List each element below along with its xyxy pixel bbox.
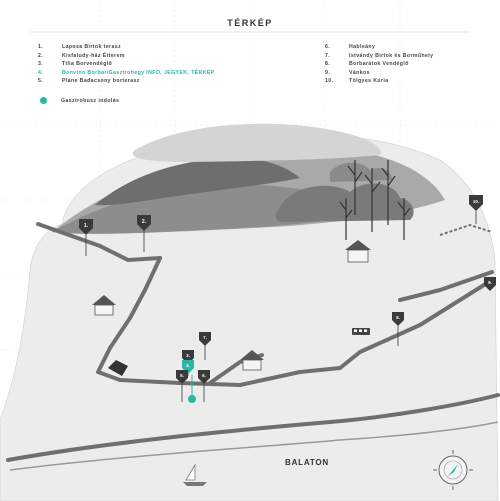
map-pin: 8. bbox=[392, 312, 404, 346]
pin-label: 6. bbox=[202, 373, 206, 378]
legend-item-2: 2. Kisfaludy-ház Étterem bbox=[38, 53, 215, 62]
road-mountain bbox=[36, 222, 162, 262]
legend-left: 1. Laposa Birtok terasz 2. Kisfaludy-ház É… bbox=[38, 44, 215, 87]
road-shore bbox=[9, 421, 499, 471]
map-title: TÉRKÉP bbox=[227, 18, 273, 28]
pin-label: 8. bbox=[396, 315, 400, 320]
water-label: BALATON bbox=[285, 458, 329, 467]
legend-item-4: 4. Bonvino Borbár/Gasztrohegy INFO, JEGYE… bbox=[38, 70, 215, 79]
tree-group bbox=[339, 160, 411, 240]
legend-number: 10. bbox=[325, 78, 334, 85]
pin-label: 1. bbox=[84, 223, 89, 229]
legend-item-9: 9. Vánkos bbox=[325, 70, 433, 79]
legend-label: Borbarátok Vendéglő bbox=[349, 61, 409, 68]
road-lower bbox=[6, 393, 500, 462]
pin-label: 9. bbox=[488, 280, 492, 285]
house-icon bbox=[92, 295, 116, 316]
legend-label: Istvándy Birtok és Borműhely bbox=[349, 52, 434, 59]
compass-icon bbox=[433, 450, 473, 490]
roads bbox=[6, 222, 500, 462]
tree-icon bbox=[381, 160, 396, 225]
legend-label: Bonvino Borbár/Gasztrohegy INFO, JEGYEK,… bbox=[62, 69, 215, 76]
pin-label: 10. bbox=[473, 199, 479, 204]
legend-number: 5. bbox=[38, 78, 44, 85]
legend-number: 7. bbox=[325, 52, 331, 59]
road-left bbox=[96, 256, 342, 387]
legend-number: 1. bbox=[38, 44, 44, 50]
road-upper-right bbox=[398, 270, 494, 302]
map-pin: 5. bbox=[176, 370, 188, 402]
legend-right: 6. Hableány 7. Istvándy Birtok és Borműhel… bbox=[325, 44, 433, 87]
legend-item-10: 10. Tölgyes Kúria bbox=[325, 78, 433, 87]
tree-icon bbox=[339, 198, 353, 240]
legend-label: Kisfaludy-ház Étterem bbox=[62, 52, 125, 59]
mountain-plateau bbox=[132, 123, 381, 162]
pin-label: 3. bbox=[186, 353, 190, 358]
legend-item-8: 8. Borbarátok Vendéglő bbox=[325, 61, 433, 70]
pin-label: 4. bbox=[186, 363, 190, 368]
legend-item-6: 6. Hableány bbox=[325, 44, 433, 53]
tree-icon bbox=[397, 198, 411, 240]
mountain-dark bbox=[95, 157, 300, 206]
bus-start-label: Gasztrobusz indulás bbox=[61, 97, 120, 104]
pin-label: 2. bbox=[142, 219, 147, 225]
legend-label: Tölgyes Kúria bbox=[349, 78, 389, 85]
map-pin: 9. bbox=[484, 277, 496, 291]
legend-number: 6. bbox=[325, 44, 331, 50]
building-dark bbox=[108, 360, 128, 376]
house-icon bbox=[240, 350, 264, 371]
sailboat-icon bbox=[183, 463, 207, 486]
legend-label: Tilia Borvendéglő bbox=[62, 61, 113, 68]
map-pin: 7. bbox=[199, 332, 211, 360]
forest-area bbox=[275, 183, 414, 222]
legend-number: 3. bbox=[38, 61, 44, 68]
forest-area-small bbox=[330, 162, 392, 182]
road-main bbox=[338, 278, 494, 370]
legend-label: Vánkos bbox=[349, 69, 370, 76]
legend-label: Laposa Birtok terasz bbox=[62, 44, 122, 50]
tree-icon bbox=[364, 168, 381, 232]
legend-item-3: 3. Tilia Borvendéglő bbox=[38, 61, 215, 70]
legend-number: 8. bbox=[325, 61, 331, 68]
pin-label: 5. bbox=[180, 373, 184, 378]
map-pin: 2. bbox=[137, 215, 151, 252]
map-pin: 1. bbox=[79, 219, 93, 256]
legend-item-5: 5. Pláne Badacsony borterasz bbox=[38, 78, 215, 87]
bus-start-marker bbox=[188, 395, 196, 403]
legend-number: 9. bbox=[325, 69, 331, 76]
railway bbox=[439, 223, 493, 236]
legend-number: 2. bbox=[38, 52, 44, 59]
pin-label: 7. bbox=[203, 335, 207, 340]
legend-item-1: 1. Laposa Birtok terasz bbox=[38, 44, 215, 53]
legend-label: Hableány bbox=[349, 44, 376, 50]
bus-icon bbox=[352, 328, 370, 335]
legend-item-7: 7. Istvándy Birtok és Borműhely bbox=[325, 53, 433, 62]
map-pin: 6. bbox=[198, 370, 210, 402]
legend-number: 4. bbox=[38, 69, 44, 76]
legend-label: Pláne Badacsony borterasz bbox=[62, 78, 140, 85]
house-icon bbox=[345, 240, 371, 263]
bus-start-legend: Gasztrobusz indulás bbox=[40, 97, 119, 104]
map-pin: 10. bbox=[469, 195, 483, 224]
bus-start-dot-icon bbox=[40, 97, 47, 104]
tree-icon bbox=[347, 160, 363, 215]
